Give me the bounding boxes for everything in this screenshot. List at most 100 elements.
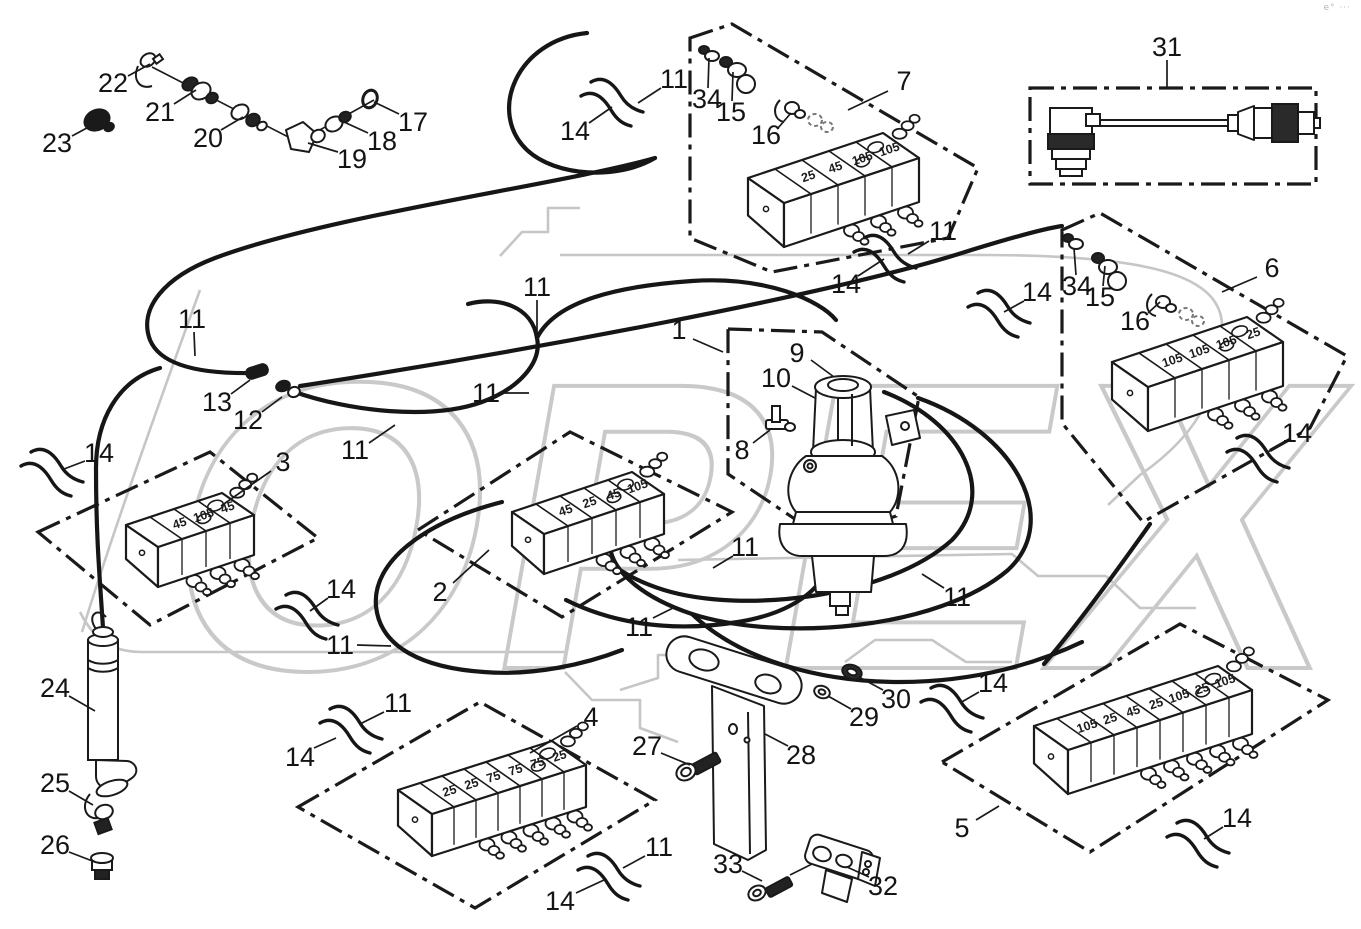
callout-11: 11 — [341, 424, 396, 465]
part-30-nut — [841, 663, 863, 681]
callout-29: 29 — [827, 695, 879, 732]
callout-leader — [356, 644, 392, 647]
port-stub — [886, 228, 897, 237]
port-stub — [913, 219, 924, 228]
part-32-clamp — [804, 833, 881, 903]
callout-number: 14 — [831, 269, 861, 299]
group-border-7 — [688, 22, 981, 274]
callout-leader — [1003, 300, 1025, 313]
top-face — [510, 470, 666, 536]
end-hole — [524, 536, 532, 544]
end-fitting — [1264, 304, 1279, 316]
callout-leader — [313, 737, 337, 749]
callout-number: 16 — [1120, 306, 1150, 336]
callout-leader — [707, 57, 710, 89]
callout-20: 20 — [193, 116, 244, 153]
callout-number: 3 — [275, 447, 290, 477]
port-stub — [583, 823, 593, 832]
end-hole — [1047, 753, 1055, 760]
callout-11: 11 — [712, 532, 759, 569]
section-line — [1056, 717, 1092, 744]
callout-number: 31 — [1152, 32, 1182, 62]
section-line — [607, 479, 641, 503]
section-line — [197, 500, 231, 524]
end-hole — [138, 549, 146, 557]
port-stub — [636, 558, 646, 568]
port-stub — [1277, 403, 1288, 412]
callout-leader — [220, 470, 272, 507]
callout-leader — [692, 338, 724, 353]
part-16-nozzle-right — [1146, 293, 1205, 327]
end-fitting — [246, 472, 259, 483]
callout-leader — [63, 460, 86, 470]
callout-number: 15 — [1085, 282, 1115, 312]
callout-number: 30 — [881, 684, 911, 714]
callout-leader — [173, 89, 197, 105]
callout-number: 5 — [954, 813, 969, 843]
callout-number: 11 — [929, 216, 957, 246]
callout-leader — [1102, 265, 1106, 287]
hose — [507, 30, 658, 175]
callout-34: 34 — [1062, 247, 1092, 301]
callout-14: 14 — [1003, 277, 1052, 313]
callout-number: 14 — [326, 574, 356, 604]
part-28-bracket — [665, 635, 803, 861]
group-border-1 — [726, 327, 921, 542]
callout-25: 25 — [40, 768, 94, 806]
port-stub — [517, 844, 527, 853]
callout-number: 29 — [849, 702, 879, 732]
section-line — [535, 503, 569, 527]
callout-number: 11 — [625, 612, 653, 642]
callout-leader — [791, 385, 816, 399]
section-line — [1219, 325, 1257, 352]
callout-30: 30 — [858, 676, 911, 714]
dosage-label: 45 — [171, 515, 189, 533]
callout-23: 23 — [42, 121, 99, 158]
callout-27: 27 — [632, 731, 691, 766]
section-line — [1192, 334, 1230, 361]
callout-5: 5 — [954, 805, 1000, 843]
end-fitting — [560, 735, 576, 748]
callout-31: 31 — [1152, 32, 1182, 87]
callout-number: 14 — [978, 668, 1008, 698]
hose — [93, 365, 163, 631]
section-line — [149, 516, 183, 540]
callout-11: 11 — [637, 64, 688, 104]
dosage-label: 25 — [800, 168, 818, 186]
callout-leader — [220, 116, 244, 131]
callout-leader — [622, 855, 646, 869]
end-fitting — [229, 486, 246, 499]
section-line — [583, 487, 617, 511]
construction-line — [789, 862, 815, 876]
callout-16: 16 — [751, 112, 792, 150]
machine-contour — [499, 206, 580, 257]
part-22-clamp — [134, 52, 165, 88]
callout-13: 13 — [202, 379, 251, 417]
callout-number: 11 — [178, 304, 206, 334]
callout-11: 11 — [359, 688, 412, 725]
callout-leader — [309, 597, 329, 612]
dosage-label: 105 — [626, 476, 650, 496]
port-stub — [1156, 780, 1167, 789]
callout-leader — [764, 733, 789, 747]
hose-break-symbol — [576, 851, 642, 902]
callout-leader — [741, 870, 763, 882]
callout-leader — [588, 106, 613, 124]
dosage-label: 45 — [219, 499, 237, 517]
section-line — [173, 508, 207, 532]
dosage-label: 25 — [441, 782, 459, 800]
port-stub — [1202, 765, 1213, 774]
section-line — [1138, 352, 1176, 379]
callout-number: 22 — [98, 68, 128, 98]
section-line — [1079, 710, 1115, 736]
corner-marks: e° ··· — [1323, 3, 1351, 13]
callout-14: 14 — [285, 737, 337, 772]
dosage-label: 25 — [1245, 325, 1263, 343]
callout-number: 11 — [341, 435, 369, 465]
end-fitting — [891, 127, 908, 140]
part-13-sleeve — [245, 363, 269, 380]
callout-leader — [373, 101, 400, 115]
hose — [297, 223, 1065, 389]
